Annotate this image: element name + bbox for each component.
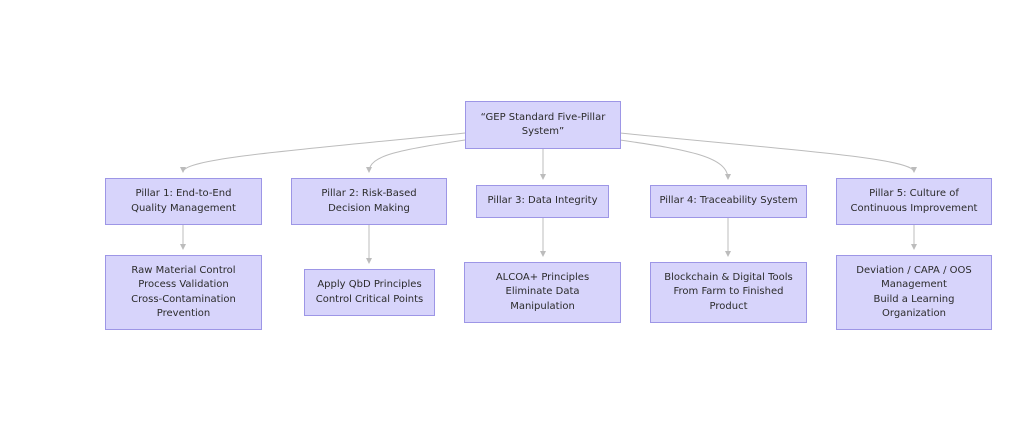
- edge-root-pillar-1: [180, 132, 466, 173]
- pillar-1-node: Pillar 1: End-to-End Quality Management: [105, 178, 262, 225]
- edge-root-pillar-5: [619, 132, 917, 173]
- pillar-3-detail-node: ALCOA+ Principles Eliminate Data Manipul…: [464, 262, 621, 323]
- pillar-3-node: Pillar 3: Data Integrity: [476, 185, 609, 218]
- pillar-4-detail-node: Blockchain & Digital Tools From Farm to …: [650, 262, 807, 323]
- pillar-2-detail-node: Apply QbD Principles Control Critical Po…: [304, 269, 435, 316]
- pillar-2-node: Pillar 2: Risk-Based Decision Making: [291, 178, 447, 225]
- pillar-4-node: Pillar 4: Traceability System: [650, 185, 807, 218]
- edge-root-pillar-2: [366, 139, 466, 173]
- pillar-5-node: Pillar 5: Culture of Continuous Improvem…: [836, 178, 992, 225]
- pillar-1-detail-node: Raw Material Control Process Validation …: [105, 255, 262, 330]
- pillar-5-detail-node: Deviation / CAPA / OOS Management Build …: [836, 255, 992, 330]
- root-node: “GEP Standard Five-Pillar System”: [465, 101, 621, 149]
- edge-root-pillar-4: [619, 139, 731, 180]
